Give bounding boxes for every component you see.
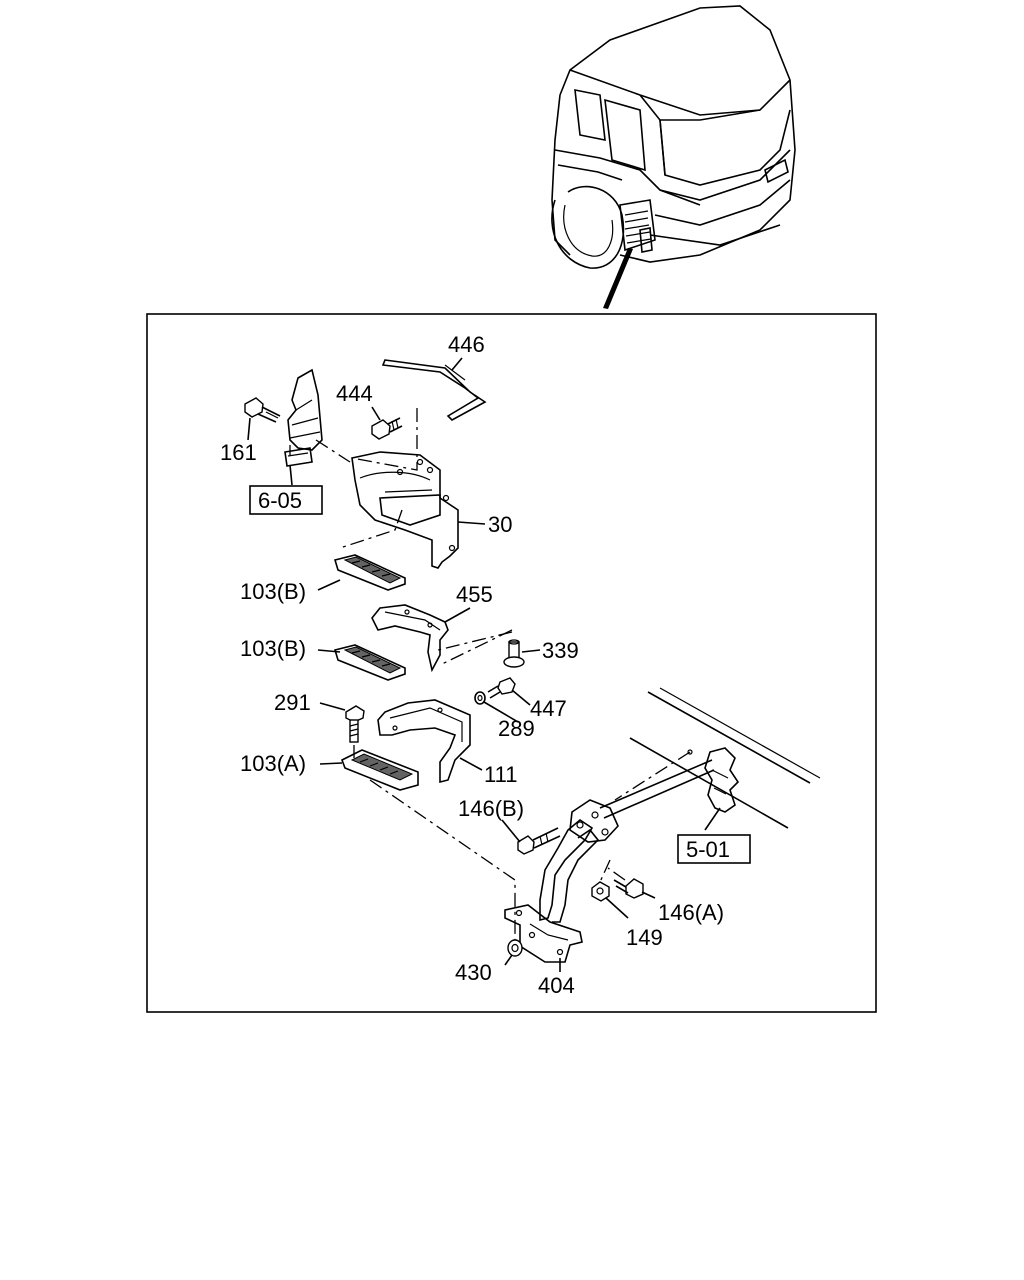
part-103b-lower-tread <box>333 644 406 681</box>
callout-447: 447 <box>530 696 567 721</box>
part-430-nut <box>507 939 523 957</box>
part-103b-upper-tread <box>333 554 406 591</box>
leader-lines <box>247 357 721 972</box>
callout-339: 339 <box>542 638 579 663</box>
callout-404: 404 <box>538 973 575 998</box>
callout-291: 291 <box>274 690 311 715</box>
part-111-bracket <box>377 699 471 784</box>
reference-5-01-label: 5-01 <box>686 837 730 862</box>
callout-161: 161 <box>220 440 257 465</box>
part-146a-bolt <box>613 878 644 899</box>
reference-6-05-label: 6-05 <box>258 488 302 513</box>
callout-30: 30 <box>488 512 512 537</box>
part-455-bracket <box>371 604 449 673</box>
reference-box-6-05[interactable]: 6-05 <box>249 485 323 515</box>
part-446-rod <box>381 359 487 421</box>
truck-cab-illustration <box>551 5 796 309</box>
callout-149: 149 <box>626 925 663 950</box>
part-161-bolt <box>244 397 281 423</box>
part-146b-bolt <box>517 827 561 855</box>
callout-103a: 103(A) <box>240 751 306 776</box>
part-404-arm <box>504 819 600 963</box>
callout-289: 289 <box>498 716 535 741</box>
part-103a-tread <box>340 749 419 791</box>
assembly-centerlines <box>289 408 691 940</box>
part-339-pin <box>503 639 525 668</box>
callout-444: 444 <box>336 381 373 406</box>
chassis-frame <box>629 687 821 829</box>
part-30-step-housing <box>351 451 459 569</box>
part-shaft-and-plate <box>569 759 715 843</box>
callout-111: 111 <box>484 762 517 787</box>
callout-103b-upper: 103(B) <box>240 579 306 604</box>
callout-146a: 146(A) <box>658 900 724 925</box>
callout-446: 446 <box>448 332 485 357</box>
callout-labels: 446 444 161 30 103(B) 455 103(B) 339 291… <box>220 332 724 998</box>
reference-box-5-01[interactable]: 5-01 <box>677 834 751 864</box>
part-bracket-605 <box>284 368 323 467</box>
part-289-washer <box>474 691 486 705</box>
callout-103b-lower: 103(B) <box>240 636 306 661</box>
callout-146b: 146(B) <box>458 796 524 821</box>
callout-455: 455 <box>456 582 493 607</box>
part-291-bolt <box>345 705 365 743</box>
part-149-nut <box>591 881 610 902</box>
detail-frame <box>146 313 877 1013</box>
callout-430: 430 <box>455 960 492 985</box>
part-444-bolt <box>371 417 403 440</box>
part-447-bolt <box>487 677 516 699</box>
